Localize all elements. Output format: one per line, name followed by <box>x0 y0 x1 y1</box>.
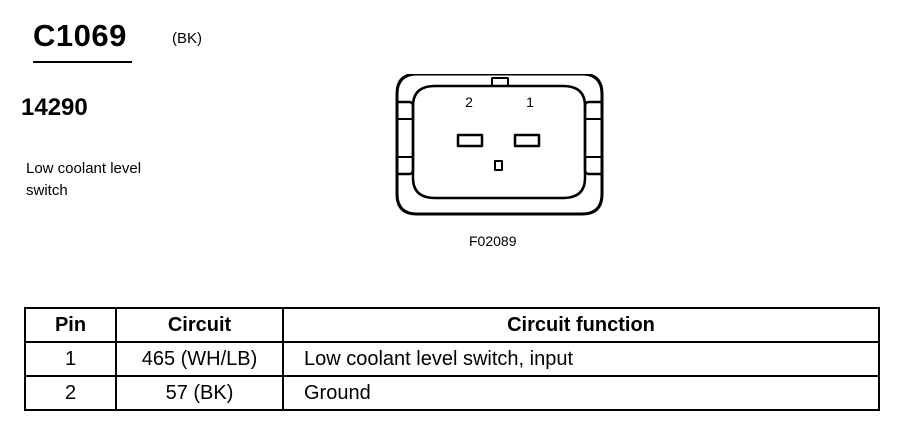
terminal-1 <box>513 133 541 148</box>
connector-id-underline <box>33 61 132 63</box>
table-row: 1 465 (WH/LB) Low coolant level switch, … <box>24 341 880 377</box>
cell-circuit-function: Ground <box>282 375 880 411</box>
connector-color: (BK) <box>172 30 202 47</box>
pin-label-2: 2 <box>465 94 473 110</box>
left-latch <box>397 100 415 176</box>
table-header-row: Pin Circuit Circuit function <box>24 307 880 343</box>
cell-circuit: 465 (WH/LB) <box>115 341 284 377</box>
header-pin: Pin <box>24 307 117 343</box>
connector-cavity <box>411 84 587 200</box>
pinout-table: Pin Circuit Circuit function 1 465 (WH/L… <box>24 307 880 411</box>
table-row: 2 57 (BK) Ground <box>24 375 880 411</box>
connector-id: C1069 <box>33 18 127 53</box>
cell-circuit-function: Low coolant level switch, input <box>282 341 880 377</box>
connector-face-diagram: 2 1 <box>395 74 604 216</box>
part-number: 14290 <box>21 94 88 121</box>
header-circuit-function: Circuit function <box>282 307 880 343</box>
keying-notch <box>494 160 503 171</box>
cell-pin: 1 <box>24 341 117 377</box>
terminal-2 <box>456 133 484 148</box>
cell-pin: 2 <box>24 375 117 411</box>
cell-circuit: 57 (BK) <box>115 375 284 411</box>
component-name: Low coolant level switch <box>26 160 142 199</box>
figure-id: F02089 <box>469 233 517 249</box>
header-circuit: Circuit <box>115 307 284 343</box>
connector-housing <box>395 74 604 216</box>
right-latch <box>583 100 602 176</box>
pin-label-1: 1 <box>526 94 534 110</box>
